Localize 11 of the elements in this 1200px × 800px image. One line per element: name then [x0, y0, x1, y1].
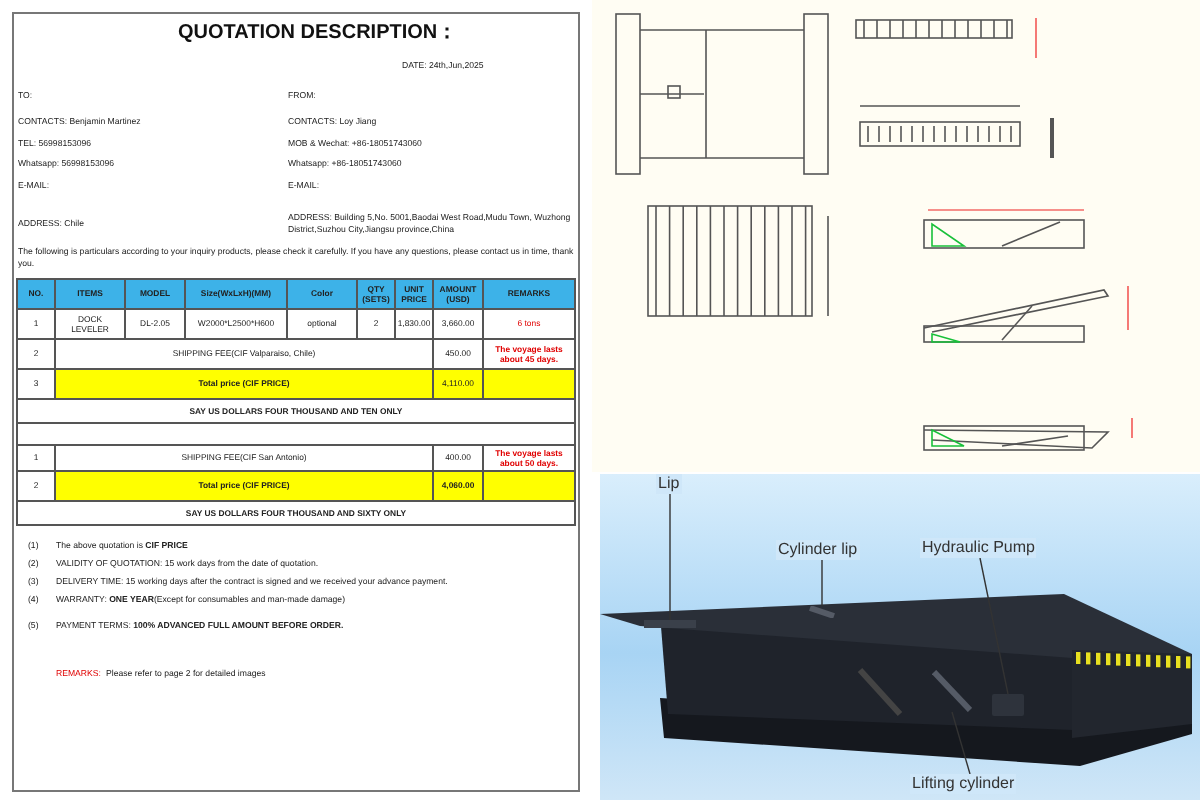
part-label: Hydraulic Pump: [920, 538, 1037, 558]
lip-cylinder: [808, 606, 836, 618]
lifting-cylinder: [932, 670, 972, 712]
leader-line: [951, 711, 971, 775]
leader-line: [979, 557, 1009, 695]
part-label: Lip: [656, 474, 682, 494]
part-label: Cylinder lip: [776, 540, 860, 560]
lip-plate: [644, 620, 696, 628]
document-title: QUOTATION DESCRIPTION：: [178, 20, 458, 46]
leader-line: [821, 559, 823, 607]
part-label: Lifting cylinder: [910, 774, 1017, 794]
